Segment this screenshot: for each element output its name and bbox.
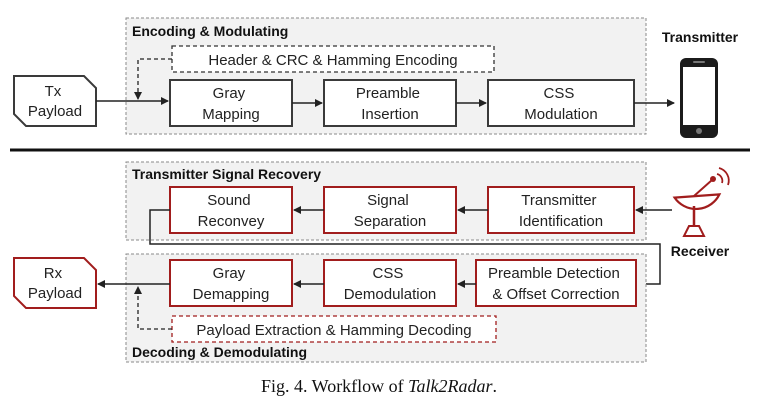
transmitter-identification-block	[487, 186, 635, 234]
preamble-detection-label: Preamble Detection & Offset Correction	[488, 265, 624, 303]
radar-dish-icon	[672, 167, 730, 237]
rx-payload-label: Rx Payload	[28, 265, 82, 302]
transmitter-label: Transmitter	[662, 29, 739, 45]
arrow-sound-to-preamble-detection	[149, 209, 661, 288]
header-crc-hamming-block	[171, 45, 495, 73]
css-modulation-block	[487, 79, 635, 127]
preamble-detection-block	[475, 259, 637, 307]
recovery-section-title: Transmitter Signal Recovery	[132, 166, 321, 182]
rx-payload-block	[13, 257, 97, 309]
sound-reconvey-label: Sound Reconvey	[198, 192, 265, 230]
css-modulation-label: CSS Modulation	[524, 85, 597, 123]
gray-demapping-label: Gray Demapping	[193, 265, 270, 303]
caption-name: Talk2Radar	[408, 376, 493, 396]
gray-demapping-block	[169, 259, 293, 307]
caption-suffix: .	[493, 376, 498, 396]
gray-mapping-label: Gray Mapping	[202, 85, 260, 123]
payload-extraction-block	[171, 315, 497, 343]
smartphone-icon	[680, 58, 718, 138]
css-demodulation-block	[323, 259, 457, 307]
tx-payload-block	[13, 75, 97, 127]
preamble-insertion-label: Preamble Insertion	[356, 85, 424, 123]
encoding-section-title: Encoding & Modulating	[132, 23, 288, 39]
preamble-insertion-block	[323, 79, 457, 127]
decoding-section-title: Decoding & Demodulating	[132, 344, 307, 360]
figure-caption: Fig. 4. Workflow of Talk2Radar.	[261, 376, 497, 396]
payload-extraction-label: Payload Extraction & Hamming Decoding	[196, 322, 471, 339]
receiver-label: Receiver	[671, 243, 730, 259]
caption-prefix: Fig. 4. Workflow of	[261, 376, 408, 396]
header-crc-hamming-label: Header & CRC & Hamming Encoding	[208, 52, 457, 69]
css-demodulation-label: CSS Demodulation	[344, 265, 437, 303]
tx-payload-label: Tx Payload	[28, 83, 82, 120]
signal-separation-label: Signal Separation	[354, 192, 427, 230]
transmitter-identification-label: Transmitter Identification	[519, 192, 603, 230]
